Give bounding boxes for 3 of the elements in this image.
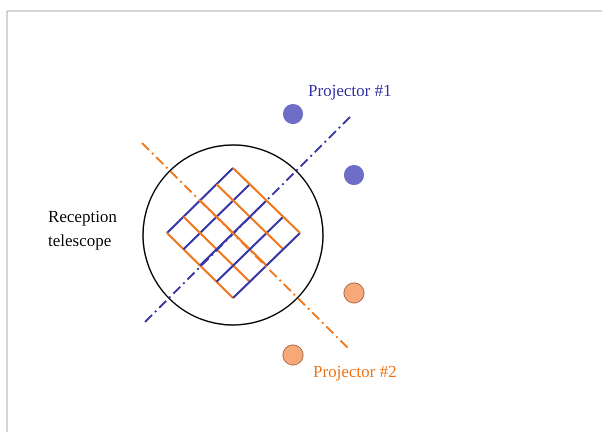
projector-label: Projector #2 (313, 361, 397, 383)
projector-label: Projector #1 (308, 80, 392, 102)
telescope-label: Reception telescope (48, 206, 118, 252)
